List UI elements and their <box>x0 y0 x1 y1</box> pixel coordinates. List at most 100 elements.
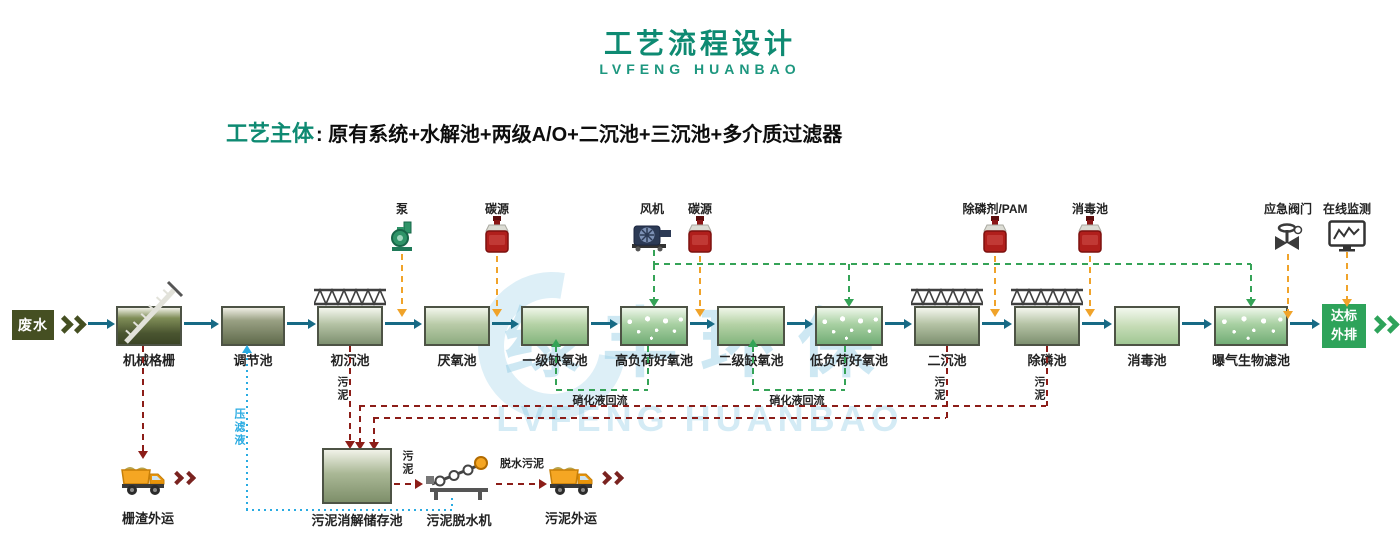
inlet-box: 废水 <box>12 310 54 340</box>
recirc1-run <box>556 389 648 391</box>
truss-bridge-icon <box>911 288 983 306</box>
tank-label: 高负荷好氧池 <box>614 353 693 368</box>
flow-arrow <box>982 322 1005 325</box>
tank-regulation <box>221 306 285 346</box>
dosing-line-pump <box>401 254 403 310</box>
tank-label: 厌氧池 <box>437 353 477 368</box>
inlet-chevron-icon <box>68 315 87 334</box>
tank-anaerobic <box>424 306 490 346</box>
dewater-machine-label: 污泥脱水机 <box>426 513 492 528</box>
truck-chevron-icon <box>181 470 197 486</box>
flow-arrow <box>591 322 611 325</box>
dewatered-sludge-label: 脱水污泥 <box>500 458 544 470</box>
chemical-bottle-icon <box>688 216 712 253</box>
process-summary: 工艺主体: 原有系统+水解池+两级A/O+二沉池+三沉池+多介质过滤器 <box>226 116 842 148</box>
truck-icon <box>549 467 593 495</box>
chemical-bottle-icon <box>983 216 1007 253</box>
truss-bridge-icon <box>314 288 386 306</box>
recirc2-down <box>844 346 846 390</box>
dosing-line-disinfectant <box>1089 256 1091 310</box>
tank-label: 曝气生物滤池 <box>1211 353 1290 368</box>
flow-arrow <box>690 322 708 325</box>
sludge-to-dewater-arrow <box>394 483 416 485</box>
tank-aerobic-high-load <box>620 306 688 346</box>
tank-secondary-sedimentation <box>914 306 980 346</box>
blower-fan-icon <box>632 225 671 252</box>
screenings-out-label: 栅渣外运 <box>121 511 174 526</box>
blower-label: 风机 <box>639 202 664 216</box>
monitor-icon <box>1328 220 1366 252</box>
flow-arrow <box>385 322 415 325</box>
online-monitor-label: 在线监测 <box>1322 202 1371 216</box>
valve-drop-line <box>1287 254 1289 312</box>
flow-arrow <box>1290 322 1313 325</box>
process-summary-text: 原有系统+水解池+两级A/O+二沉池+三沉池+多介质过滤器 <box>328 124 843 146</box>
process-summary-label: 工艺主体 <box>226 121 315 146</box>
truss-bridge-icon <box>1011 288 1083 306</box>
sludge-line-phosphorus <box>1046 346 1048 406</box>
flow-arrow <box>1082 322 1105 325</box>
flow-arrow <box>885 322 905 325</box>
truck-icon <box>121 467 165 495</box>
process-summary-colon: : <box>316 124 323 146</box>
emergency-valve-label: 应急阀门 <box>1263 202 1312 216</box>
flow-arrow <box>1182 322 1205 325</box>
recirc-label: 硝化液回流 <box>572 395 628 407</box>
sludge-out-label: 污泥外运 <box>544 511 597 526</box>
tank-label: 调节池 <box>233 353 273 368</box>
tank-primary-sedimentation <box>317 306 383 346</box>
sludge-line-secondary <box>946 346 948 418</box>
dosing-line-carbon2 <box>699 256 701 310</box>
inlet-label: 废水 <box>18 317 48 333</box>
recirc2-up <box>752 346 754 390</box>
flow-arrow <box>492 322 512 325</box>
tank-phosphorus-removal <box>1014 306 1080 346</box>
truck-chevron-icon <box>609 470 625 486</box>
valve-icon <box>1275 223 1303 250</box>
tank-label: 消毒池 <box>1127 353 1167 368</box>
dewatered-sludge-arrow <box>496 483 540 485</box>
page-title: 工艺流程设计 <box>603 28 796 59</box>
filtrate-line-return <box>246 352 248 510</box>
sludge-drop-a <box>373 417 375 443</box>
sludge-label: 污泥 <box>401 450 413 476</box>
carbon-source-label: 碳源 <box>687 202 712 216</box>
bar-screen-icon <box>124 280 184 344</box>
sludge-collector-high <box>359 405 1046 407</box>
chemical-bottle-icon <box>485 216 509 253</box>
pump-icon <box>391 221 412 251</box>
tank-label: 二级缺氧池 <box>718 353 784 368</box>
tank-disinfection <box>1114 306 1180 346</box>
dosing-line-carbon1 <box>496 256 498 310</box>
air-line <box>653 250 655 264</box>
sludge-drop-b <box>359 405 361 443</box>
filtrate-line-run <box>246 509 452 511</box>
recirc1-up <box>555 346 557 390</box>
tank-label: 机械格栅 <box>122 353 175 368</box>
air-drop-biofilter <box>1250 264 1252 300</box>
dewatering-machine-icon <box>426 456 488 500</box>
outlet-label-line1: 达标 <box>1330 308 1357 324</box>
filtrate-label: 压滤液 <box>233 408 245 447</box>
air-drop-aerobic-low <box>848 264 850 300</box>
phosphorus-pam-label: 除磷剂/PAM <box>962 202 1028 216</box>
outlet-label-line2: 外排 <box>1330 327 1357 342</box>
filtrate-line-riser <box>451 498 453 510</box>
sludge-label: 污泥 <box>933 376 945 402</box>
page-subtitle: LVFENG HUANBAO <box>599 61 801 77</box>
screenings-line <box>142 346 144 452</box>
outlet-chevron-icon <box>1381 315 1400 334</box>
flow-arrow <box>184 322 212 325</box>
flow-arrow <box>287 322 309 325</box>
recirc2-run <box>753 389 845 391</box>
carbon-source-label: 碳源 <box>484 202 509 216</box>
air-drop-aerobic-high <box>653 264 655 300</box>
sludge-storage-label: 污泥消解储存池 <box>311 513 403 528</box>
recirc1-down <box>647 346 649 390</box>
outlet-box: 达标 外排 <box>1322 304 1366 348</box>
tank-aerated-biofilter <box>1214 306 1288 346</box>
sludge-collector-low <box>373 417 946 419</box>
air-header-line <box>653 263 1251 265</box>
chemical-bottle-icon <box>1078 216 1102 253</box>
